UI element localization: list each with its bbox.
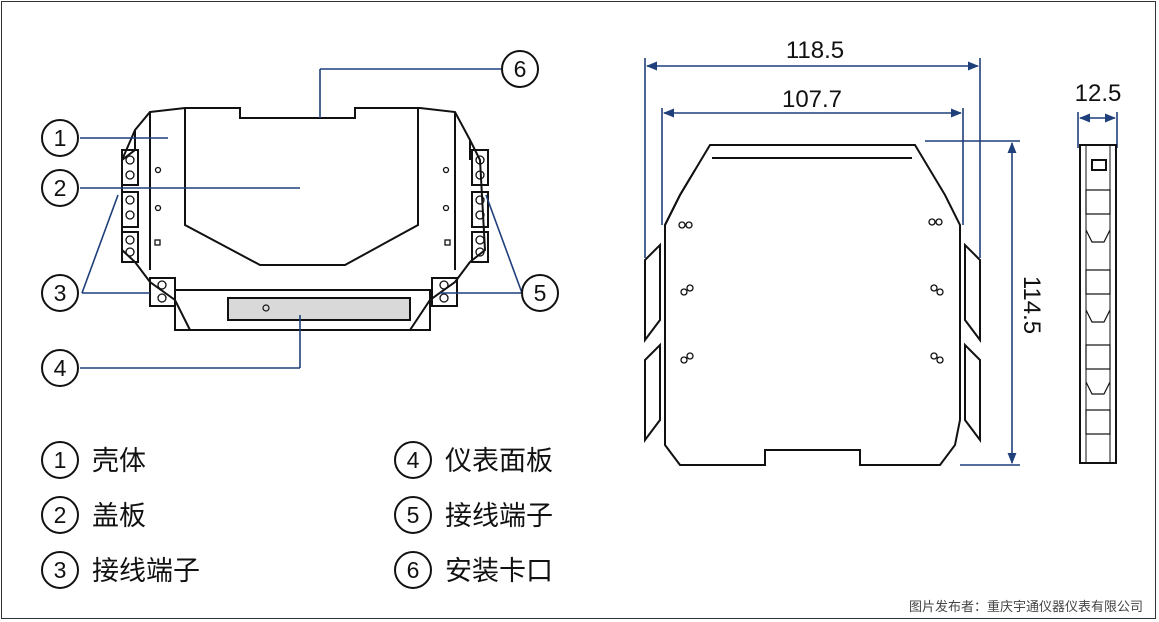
dim-overall-width: 118.5 xyxy=(786,37,844,64)
callout-markers: 1 2 3 4 5 6 xyxy=(41,50,559,387)
dim-height: 114.5 xyxy=(1018,276,1045,334)
dim-thickness: 12.5 xyxy=(1075,80,1122,107)
svg-text:盖板: 盖板 xyxy=(92,501,146,532)
svg-text:5: 5 xyxy=(407,502,420,528)
legend-item-1: 1 壳体 xyxy=(41,441,146,479)
callout-6-marker: 6 xyxy=(501,50,539,88)
svg-text:2: 2 xyxy=(54,175,67,201)
dimension-lines xyxy=(644,58,1118,466)
svg-text:安装卡口: 安装卡口 xyxy=(445,556,553,587)
svg-text:5: 5 xyxy=(534,280,547,306)
dim-inner-width: 107.7 xyxy=(782,86,842,113)
legend-item-5: 5 接线端子 xyxy=(394,496,553,534)
svg-text:接线端子: 接线端子 xyxy=(445,501,553,532)
publisher-credit: 图片发布者：重庆宇通仪器仪表有限公司 xyxy=(909,599,1143,615)
svg-text:4: 4 xyxy=(407,447,420,473)
svg-text:2: 2 xyxy=(54,502,67,528)
svg-text:壳体: 壳体 xyxy=(92,446,146,477)
device-perspective-view xyxy=(121,107,489,331)
callout-5-marker: 5 xyxy=(521,274,559,312)
svg-text:6: 6 xyxy=(407,557,420,583)
device-side-profile xyxy=(644,144,981,466)
svg-text:3: 3 xyxy=(54,557,67,583)
legend-item-2: 2 盖板 xyxy=(41,496,146,534)
callout-2-marker: 2 xyxy=(41,169,79,207)
leader-lines xyxy=(80,68,523,369)
svg-text:6: 6 xyxy=(514,56,527,82)
callout-1-marker: 1 xyxy=(41,119,79,157)
legend-item-6: 6 安装卡口 xyxy=(394,551,553,589)
svg-text:3: 3 xyxy=(54,280,67,306)
legend: 1 壳体 2 盖板 3 接线端子 4 仪表面板 5 接线端子 6 安装卡口 xyxy=(41,441,553,589)
callout-3-marker: 3 xyxy=(41,274,79,312)
legend-item-4: 4 仪表面板 xyxy=(394,441,553,479)
svg-text:仪表面板: 仪表面板 xyxy=(445,446,553,477)
svg-text:4: 4 xyxy=(54,355,67,381)
svg-text:1: 1 xyxy=(54,125,67,151)
callout-4-marker: 4 xyxy=(41,349,79,387)
svg-text:1: 1 xyxy=(54,447,67,473)
device-front-view xyxy=(1079,144,1117,464)
svg-text:接线端子: 接线端子 xyxy=(92,556,200,587)
legend-item-3: 3 接线端子 xyxy=(41,551,200,589)
